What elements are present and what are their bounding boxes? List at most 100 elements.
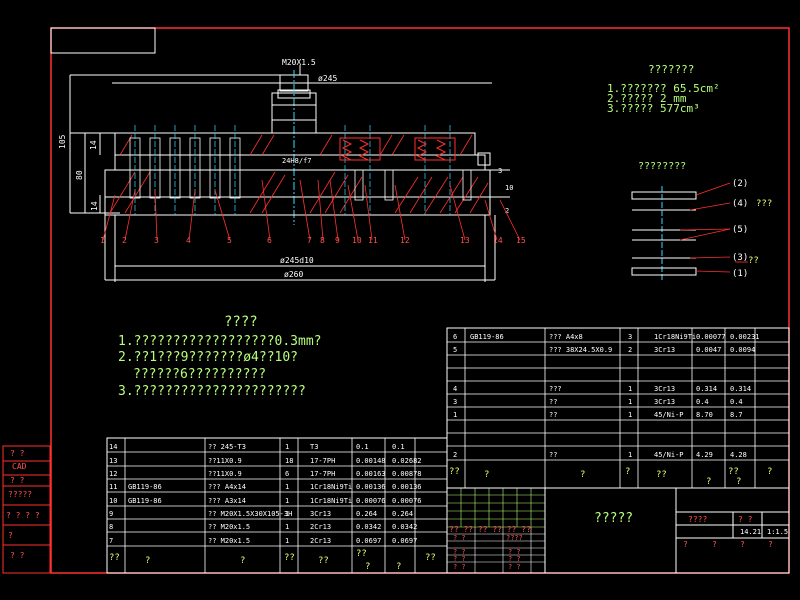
left-bom-cell-w1: 0.00076 bbox=[356, 497, 386, 505]
left-bom-cell-w2: 0.00136 bbox=[392, 483, 422, 491]
tb-cell: ? ? bbox=[508, 555, 521, 563]
balloon: 4 bbox=[186, 236, 191, 245]
detail-label-3: (3) bbox=[732, 253, 748, 263]
balloon: 2 bbox=[122, 236, 127, 245]
right-bom-cell-w2: 8.7 bbox=[730, 411, 743, 419]
detail-label-text-1: ??? bbox=[756, 199, 772, 209]
left-bom-cell-name: ?? M20x1.5 bbox=[208, 523, 250, 531]
left-bom-cell-code: GB119-86 bbox=[128, 497, 162, 505]
right-bom-cell-mat: 3Cr13 bbox=[654, 346, 675, 354]
tb-r3a: ? bbox=[683, 540, 688, 549]
left-bom-cell-w2: 0.0342 bbox=[392, 523, 417, 531]
dim-h80: 80 bbox=[75, 170, 84, 180]
right-bom-cell-w1: 4.29 bbox=[696, 451, 713, 459]
right-bom-cell-mat: 3Cr13 bbox=[654, 385, 675, 393]
dim-phi245-top: ø245 bbox=[318, 74, 337, 83]
right-bom-cell-qty: 1 bbox=[628, 411, 632, 419]
left-bom-cell-mat: 3Cr13 bbox=[310, 510, 331, 518]
right-bom-cell-name: ?? bbox=[549, 451, 557, 459]
left-bom-cell-qty: 6 bbox=[285, 470, 289, 478]
notes-block: ???? 1.??????????????????0.3mm? 2.??1???… bbox=[118, 314, 322, 399]
right-bom-header-d: ? bbox=[625, 467, 630, 477]
detail-title: ???????? bbox=[638, 161, 686, 172]
left-bom-cell-w2: 0.02682 bbox=[392, 457, 422, 465]
right-bom-cell-qty: 1 bbox=[628, 398, 632, 406]
balloon: 15 bbox=[516, 236, 526, 245]
left-bom-cell-mat: 2Cr13 bbox=[310, 523, 331, 531]
left-bom-cell-no: 9 bbox=[109, 510, 113, 518]
right-bom-cell-name: ??? 38X24.5X0.9 bbox=[549, 346, 612, 354]
right-bom-cell-name: ??? A4x8 bbox=[549, 333, 583, 341]
tb-cell: ? ? bbox=[453, 548, 466, 556]
left-bom-cell-no: 12 bbox=[109, 470, 117, 478]
left-bom-cell-no: 7 bbox=[109, 537, 113, 545]
tb-r3d: ? bbox=[768, 540, 773, 549]
notes-line-1: 1.??????????????????0.3mm? bbox=[118, 334, 322, 349]
left-bom-header-c: ? bbox=[240, 556, 245, 566]
left-bom-cell-w2: 0.264 bbox=[392, 510, 413, 518]
left-bom-cell-mat: 17-7PH bbox=[310, 470, 335, 478]
right-bom-cell-name: ??? bbox=[549, 385, 562, 393]
left-bom-cell-qty: 1 bbox=[285, 483, 289, 491]
left-bom-cell-name: ?? M20X1.5X30X105-3H bbox=[208, 510, 292, 518]
right-bom-cell-no: 4 bbox=[453, 385, 457, 393]
right-bom-cell-name: ?? bbox=[549, 398, 557, 406]
right-bom-cell-qty: 1 bbox=[628, 451, 632, 459]
specs-line-2: 2.????? 2 mm bbox=[607, 92, 687, 105]
right-bom-cell-qty: 2 bbox=[628, 346, 632, 354]
strip-item-1: ? ? bbox=[10, 449, 25, 458]
right-bom-cell-w2: 4.28 bbox=[730, 451, 747, 459]
corner-box bbox=[50, 27, 156, 54]
balloon: 1 bbox=[100, 236, 105, 245]
tb-r2: ? ? bbox=[738, 515, 753, 524]
right-bom-cell-qty: 1 bbox=[628, 385, 632, 393]
left-bom-cell-w1: 0.00136 bbox=[356, 483, 386, 491]
left-bom-header-d: ?? bbox=[284, 553, 295, 563]
specs-block: ??????? 1.??????? 65.5cm² 2.????? 2 mm 3… bbox=[607, 63, 720, 115]
right-bom-cell-w2: 0.4 bbox=[730, 398, 743, 406]
detail-label-2: (2) bbox=[732, 179, 748, 189]
right-bom-cell-w1: 0.314 bbox=[696, 385, 717, 393]
tb-cell: ? ? bbox=[508, 548, 521, 556]
dim-h14-top: 14 bbox=[89, 140, 98, 150]
left-bom-cell-w1: 0.0697 bbox=[356, 537, 381, 545]
right-bom-header-i: ? bbox=[767, 467, 772, 477]
detail-label-1: (1) bbox=[732, 269, 748, 279]
right-bom-cell-w1: 0.0047 bbox=[696, 346, 721, 354]
strip-item-5: ? ? ? ? bbox=[6, 511, 40, 520]
right-bom-cell-code: GB119-86 bbox=[470, 333, 504, 341]
detail-label-text-2: ?? bbox=[748, 256, 759, 266]
left-bom-cell-w2: 0.00878 bbox=[392, 470, 422, 478]
left-bom-cell-qty: 1 bbox=[285, 510, 289, 518]
detail-sketch: ???????? (2) (4) ??? (5) (3) ?? (1) bbox=[631, 161, 772, 280]
left-bom-cell-w1: 0.264 bbox=[356, 510, 377, 518]
right-bom-cell-w1: 8.70 bbox=[696, 411, 713, 419]
dim-24h8: 24H8/f7 bbox=[282, 157, 312, 165]
left-bom-header-h: ? bbox=[396, 562, 401, 572]
left-bom-cell-no: 13 bbox=[109, 457, 117, 465]
left-bom-cell-mat: 1Cr18Ni9Ti bbox=[310, 497, 352, 505]
left-bom-cell-no: 10 bbox=[109, 497, 117, 505]
detail-label-5: (5) bbox=[732, 225, 748, 235]
left-bom-cell-name: ??? A3x14 bbox=[208, 497, 246, 505]
balloon: 14 bbox=[493, 236, 503, 245]
balloon: 5 bbox=[227, 236, 232, 245]
left-bom-cell-code: GB119-86 bbox=[128, 483, 162, 491]
balloon: 13 bbox=[460, 236, 470, 245]
left-bom-header-f: ?? bbox=[356, 549, 367, 559]
left-bom-cell-name: ??11X0.9 bbox=[208, 457, 242, 465]
tb-cell: ? ? bbox=[508, 563, 521, 571]
strip-item-4: ????? bbox=[8, 490, 32, 499]
left-bom-cell-qty: 1 bbox=[285, 443, 289, 451]
left-bom-cell-no: 11 bbox=[109, 483, 117, 491]
right-bom-cell-w2: 0.00231 bbox=[730, 333, 760, 341]
tb-r3c: ? bbox=[740, 540, 745, 549]
right-bom-cell-qty: 3 bbox=[628, 333, 632, 341]
dim-phi245d10: ø245d10 bbox=[280, 256, 314, 265]
balloon: 6 bbox=[267, 236, 272, 245]
left-bom-cell-w1: 0.0342 bbox=[356, 523, 381, 531]
left-bom-cell-mat: 17-7PH bbox=[310, 457, 335, 465]
specs-title: ??????? bbox=[648, 63, 694, 76]
